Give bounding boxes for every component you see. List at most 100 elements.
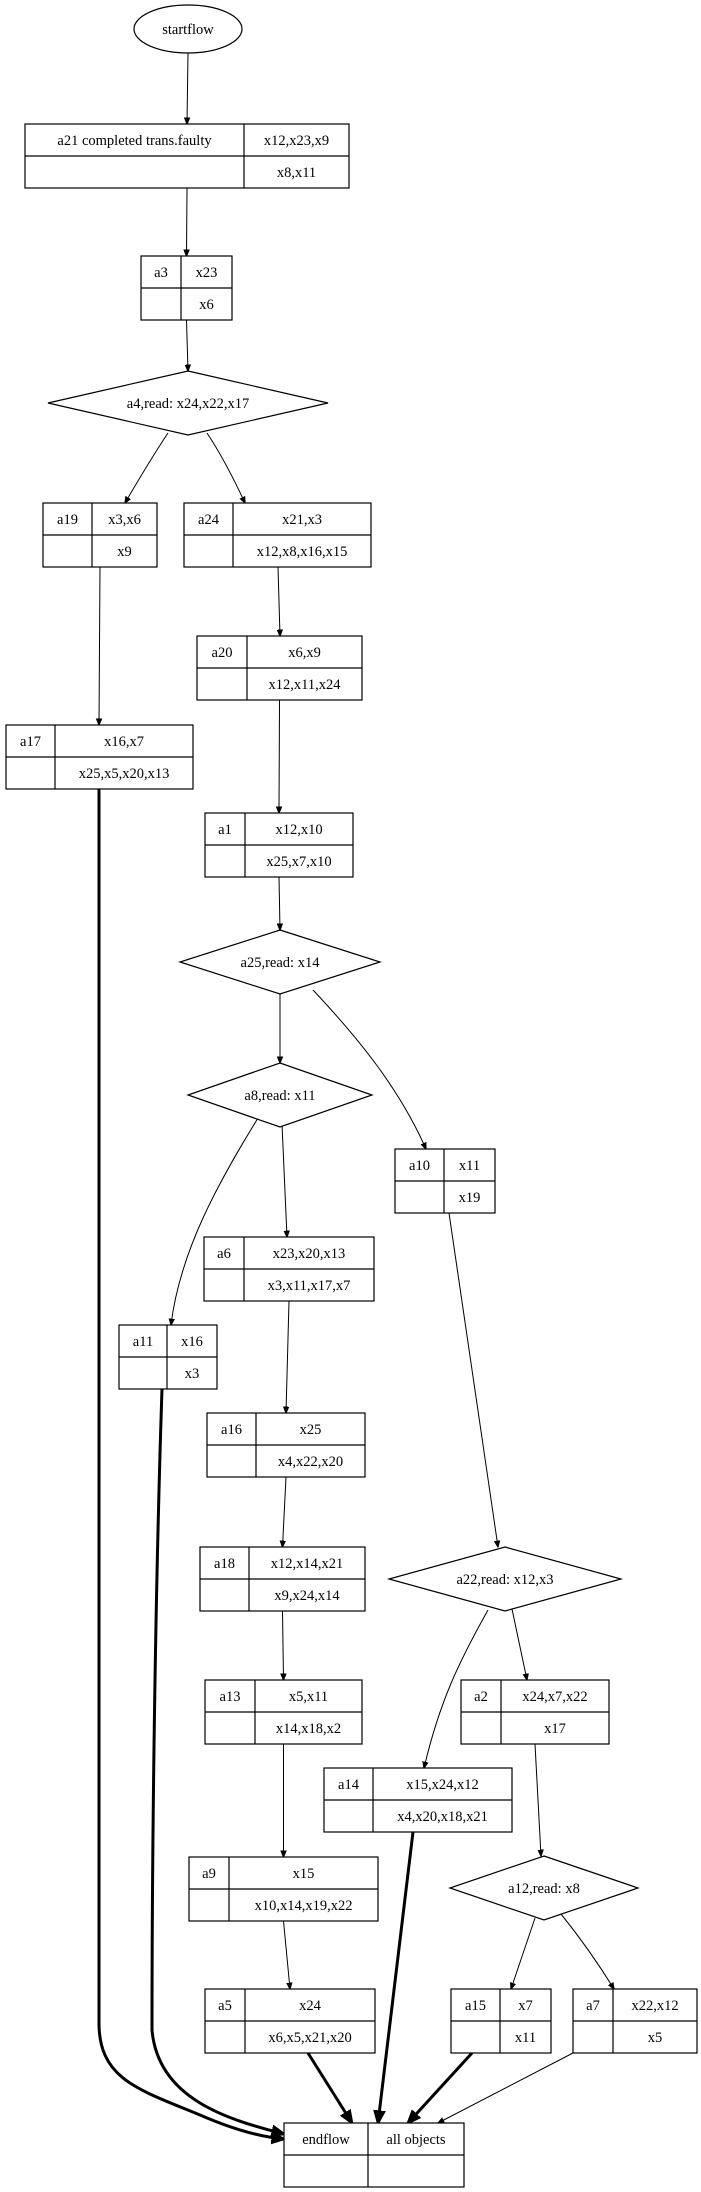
node-read-vars: x3,x11,x17,x7 — [268, 1278, 351, 1294]
edge-a11-to-endflow — [150, 1388, 284, 2134]
node-written-vars: x16,x7 — [104, 734, 144, 750]
decision-diamond — [448, 1855, 640, 1921]
node-name: a21 completed trans.faulty — [57, 133, 212, 149]
edge-startflow-to-a21 — [187, 52, 188, 124]
edge-a21-to-a3 — [187, 187, 188, 256]
node-read-vars: x4,x20,x18,x21 — [397, 1809, 488, 1825]
node-read-vars: x11 — [515, 2030, 536, 2046]
node-name: a19 — [57, 512, 78, 528]
edge-a6-to-a16 — [286, 1300, 290, 1413]
node-written-vars: x7 — [518, 1998, 533, 2014]
edges-layer — [97, 52, 614, 2139]
record-node-a5[interactable]: a5 x24 x6,x5,x21,x20 — [204, 1988, 376, 2054]
decision-label: a4,read: x24,x22,x17 — [127, 396, 249, 412]
edge-a24-to-a20 — [278, 566, 280, 636]
edge-a10-to-a22 — [448, 1212, 498, 1547]
node-written-vars: x12,x14,x21 — [271, 1556, 344, 1572]
node-name: a6 — [217, 1246, 231, 1262]
start-node[interactable]: startflow — [133, 4, 243, 54]
decision-label: a12,read: x8 — [508, 1881, 580, 1897]
decision-diamond — [186, 1062, 374, 1128]
record-node-a19[interactable]: a19 x3,x6 x9 — [42, 502, 158, 568]
node-read-vars: x25,x5,x20,x13 — [79, 766, 170, 782]
decision-label: a25,read: x14 — [241, 955, 321, 971]
node-name: a5 — [218, 1998, 232, 2014]
end-label: endflow — [302, 2132, 350, 2148]
edge-a12-to-a15 — [511, 1917, 536, 1989]
node-written-vars: x24 — [299, 1998, 322, 2014]
edge-a12-to-a7 — [560, 1913, 614, 1989]
node-read-vars: x8,x11 — [277, 165, 316, 181]
node-read-vars: x12,x8,x16,x15 — [257, 544, 348, 560]
node-written-vars: x15 — [293, 1866, 315, 1882]
node-read-vars: x25,x7,x10 — [266, 854, 331, 870]
node-read-vars: x6,x5,x21,x20 — [268, 2030, 351, 2046]
node-name: a17 — [20, 734, 41, 750]
end-objects-label: all objects — [386, 2132, 446, 2148]
edge-a18-to-a13 — [283, 1610, 284, 1680]
node-read-vars: x14,x18,x2 — [276, 1721, 341, 1737]
record-node-a17[interactable]: a17 x16,x7 x25,x5,x20,x13 — [5, 724, 194, 790]
node-written-vars: x11 — [459, 1158, 480, 1174]
node-name: a7 — [586, 1998, 600, 2014]
decision-node-a4[interactable]: a4,read: x24,x22,x17 — [47, 370, 329, 436]
edge-a14-to-endflow — [378, 1831, 415, 2123]
node-read-vars: x9,x24,x14 — [274, 1588, 340, 1604]
node-written-vars: x23,x20,x13 — [273, 1246, 346, 1262]
decision-label: a22,read: x12,x3 — [456, 1572, 553, 1588]
edge-a15-to-endflow — [408, 2051, 474, 2123]
decision-node-a12[interactable]: a12,read: x8 — [448, 1855, 640, 1921]
edge-a5-to-endflow — [306, 2052, 352, 2123]
decision-node-a25[interactable]: a25,read: x14 — [178, 929, 382, 995]
node-read-vars: x4,x22,x20 — [278, 1454, 343, 1470]
edge-a3-to-a4 — [187, 319, 189, 371]
node-name: a9 — [202, 1866, 216, 1882]
record-node-a6[interactable]: a6 x23,x20,x13 x3,x11,x17,x7 — [203, 1236, 375, 1302]
edge-a17-to-endflow — [97, 789, 284, 2139]
end-node[interactable]: endflow all objects — [283, 2122, 465, 2188]
edge-a4-to-a24 — [206, 432, 245, 503]
decision-node-a22[interactable]: a22,read: x12,x3 — [386, 1546, 624, 1612]
node-name: a2 — [474, 1689, 488, 1705]
decision-diamond — [47, 370, 329, 436]
edge-a22-to-a14 — [424, 1609, 489, 1768]
node-read-vars: x10,x14,x19,x22 — [255, 1898, 353, 1914]
node-read-vars: x9 — [117, 544, 132, 560]
node-read-vars: x3 — [185, 1366, 200, 1382]
node-written-vars: x21,x3 — [282, 512, 322, 528]
decision-node-a8[interactable]: a8,read: x11 — [186, 1062, 374, 1128]
edge-a8-to-a6 — [281, 1123, 287, 1237]
edge-a19-to-a17 — [99, 566, 100, 725]
node-written-vars: x24,x7,x22 — [522, 1689, 587, 1705]
node-name: a24 — [198, 512, 220, 528]
edge-a16-to-a18 — [283, 1476, 287, 1547]
node-name: a13 — [220, 1689, 241, 1705]
node-written-vars: x5,x11 — [289, 1689, 328, 1705]
node-written-vars: x6,x9 — [288, 645, 321, 661]
node-written-vars: x23 — [196, 265, 218, 281]
node-name: a16 — [221, 1422, 242, 1438]
node-read-vars: x6 — [199, 297, 214, 313]
node-written-vars: x16 — [181, 1334, 203, 1350]
node-written-vars: x3,x6 — [108, 512, 141, 528]
record-node-a13[interactable]: a13 x5,x11 x14,x18,x2 — [204, 1679, 363, 1745]
record-node-a9[interactable]: a9 x15 x10,x14,x19,x22 — [188, 1856, 379, 1922]
record-node-a24[interactable]: a24 x21,x3 x12,x8,x16,x15 — [183, 502, 372, 568]
node-name: a10 — [409, 1158, 430, 1174]
decision-label: a8,read: x11 — [244, 1088, 315, 1104]
edge-a22-to-a2 — [511, 1608, 527, 1680]
